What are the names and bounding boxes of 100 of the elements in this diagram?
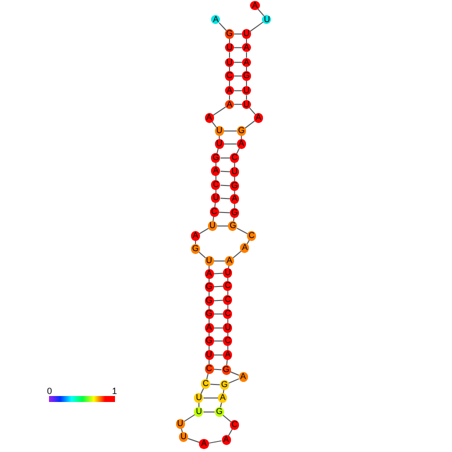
nucleotide-circle: A xyxy=(224,86,234,96)
nucleotide-circle: A xyxy=(211,166,220,176)
base-pair-line xyxy=(213,260,226,262)
backbone-line xyxy=(184,414,196,422)
nucleotide-circle: A xyxy=(238,372,248,382)
base-pair-line xyxy=(234,90,242,92)
backbone-line xyxy=(246,94,247,100)
nucleotide-circle: A xyxy=(224,256,234,266)
nucleotide-circle: U xyxy=(176,419,185,429)
nucleotide-circle: G xyxy=(236,126,246,136)
nucleotide-circle: A xyxy=(211,14,220,24)
nucleotide-circle: C xyxy=(223,281,232,291)
nucleotide-circle: U xyxy=(242,29,252,39)
nucleotide-circle: C xyxy=(201,379,210,389)
base-pair-line xyxy=(213,286,224,288)
nucleotide-circle: G xyxy=(222,365,231,375)
backbone-line xyxy=(228,378,240,384)
backbone-line xyxy=(187,438,200,443)
nucleotide-circle: A xyxy=(250,1,260,10)
nucleotide-circle: A xyxy=(204,269,214,279)
nucleotide-circle: A xyxy=(223,350,232,360)
nucleotide-circle: C xyxy=(204,364,214,374)
nucleotide-circle: G xyxy=(204,296,214,306)
nucleotide-circle: U xyxy=(204,256,214,266)
nucleotide-circle: A xyxy=(199,439,209,449)
backbone-line xyxy=(222,414,232,423)
nucleotide-circle: G xyxy=(204,309,214,319)
base-pair-line xyxy=(220,198,230,200)
nucleotide-circle: U xyxy=(262,14,272,24)
backbone-line xyxy=(250,22,264,32)
nucleotide-circle: A xyxy=(240,243,250,253)
base-pair-line xyxy=(234,62,242,63)
nucleotide-circle: A xyxy=(242,58,252,67)
backbone-line xyxy=(229,52,230,58)
nucleotide-circle: G xyxy=(214,407,224,417)
backbone-line xyxy=(236,228,248,234)
backbone-line xyxy=(198,252,206,258)
nucleotide-circle: G xyxy=(230,181,240,191)
nucleotide-circle: U xyxy=(194,407,204,417)
backbone-line xyxy=(208,440,222,444)
nucleotide-circle: U xyxy=(223,323,232,333)
base-pair-line xyxy=(218,212,230,214)
nucleotide-circle: C xyxy=(211,180,220,190)
backbone-line xyxy=(229,94,230,100)
nucleotide-circle: U xyxy=(214,126,224,136)
backbone-line xyxy=(249,107,256,116)
nucleotide-circle: U xyxy=(224,58,234,67)
nucleotide-circle: G xyxy=(242,71,252,81)
nucleotide-circle: U xyxy=(208,221,218,231)
nucleotide-circle: A xyxy=(230,194,240,204)
backbone-line xyxy=(232,250,242,259)
nucleotide-circle: G xyxy=(228,221,238,231)
scale-tick-label: 1 xyxy=(112,387,118,396)
nucleotide-circle: A xyxy=(236,139,246,149)
nucleotide-circle: C xyxy=(230,420,240,430)
scale-tick-label: 0 xyxy=(47,387,52,396)
nucleotide-circle: U xyxy=(224,43,234,52)
nucleotide-circle: A xyxy=(254,113,263,123)
nucleotide-circle: C xyxy=(210,207,219,217)
nucleotide-circle: U xyxy=(179,432,188,442)
nucleotide-circle: A xyxy=(204,323,214,333)
nucleotide-circle: U xyxy=(230,167,240,177)
base-pair-line xyxy=(213,368,222,370)
nucleotide-circle: C xyxy=(247,231,256,241)
base-pair-line xyxy=(223,130,238,132)
nucleotide-circle: G xyxy=(190,244,200,254)
nucleotide-circle: G xyxy=(220,380,229,390)
backbone-line xyxy=(218,22,227,32)
base-pair-line xyxy=(234,47,242,48)
nucleotide-circle: A xyxy=(222,435,231,445)
nucleotide-circle: U xyxy=(223,268,232,278)
backbone-line xyxy=(229,80,230,87)
nucleotide-circle: U xyxy=(194,393,204,403)
nucleotide-circle: U xyxy=(242,100,252,109)
backbone-line xyxy=(212,106,226,116)
base-pair-line xyxy=(213,340,224,342)
base-pair-line xyxy=(234,104,242,105)
nucleotide-circle: U xyxy=(204,350,214,360)
nucleotide-circle: G xyxy=(204,282,214,292)
nucleotide-circle: U xyxy=(211,193,220,203)
nucleotide-circle: G xyxy=(211,153,220,163)
nucleotide-circle: C xyxy=(223,309,232,319)
nucleotide-circle: G xyxy=(230,208,240,218)
backbone-line xyxy=(246,52,247,58)
nucleotide-circle: U xyxy=(242,86,252,96)
nucleotide-circle: G xyxy=(204,336,214,346)
nucleotide-circle: C xyxy=(223,295,232,305)
backbone-line xyxy=(244,120,256,129)
nucleotide-circle: A xyxy=(190,231,200,241)
base-pair-line xyxy=(220,184,230,186)
nucleotide-circle: A xyxy=(224,100,234,109)
nucleotide-circle: A xyxy=(242,43,252,52)
base-pair-line xyxy=(213,354,224,356)
nucleotide-circle: G xyxy=(224,29,234,39)
nucleotide-circle: U xyxy=(214,139,224,149)
base-pair-line xyxy=(213,272,224,274)
nucleotide-circle: C xyxy=(230,153,240,163)
nucleotide-circle: C xyxy=(223,336,232,346)
nucleotide-circle: C xyxy=(224,71,234,81)
base-pair-line xyxy=(220,170,230,172)
